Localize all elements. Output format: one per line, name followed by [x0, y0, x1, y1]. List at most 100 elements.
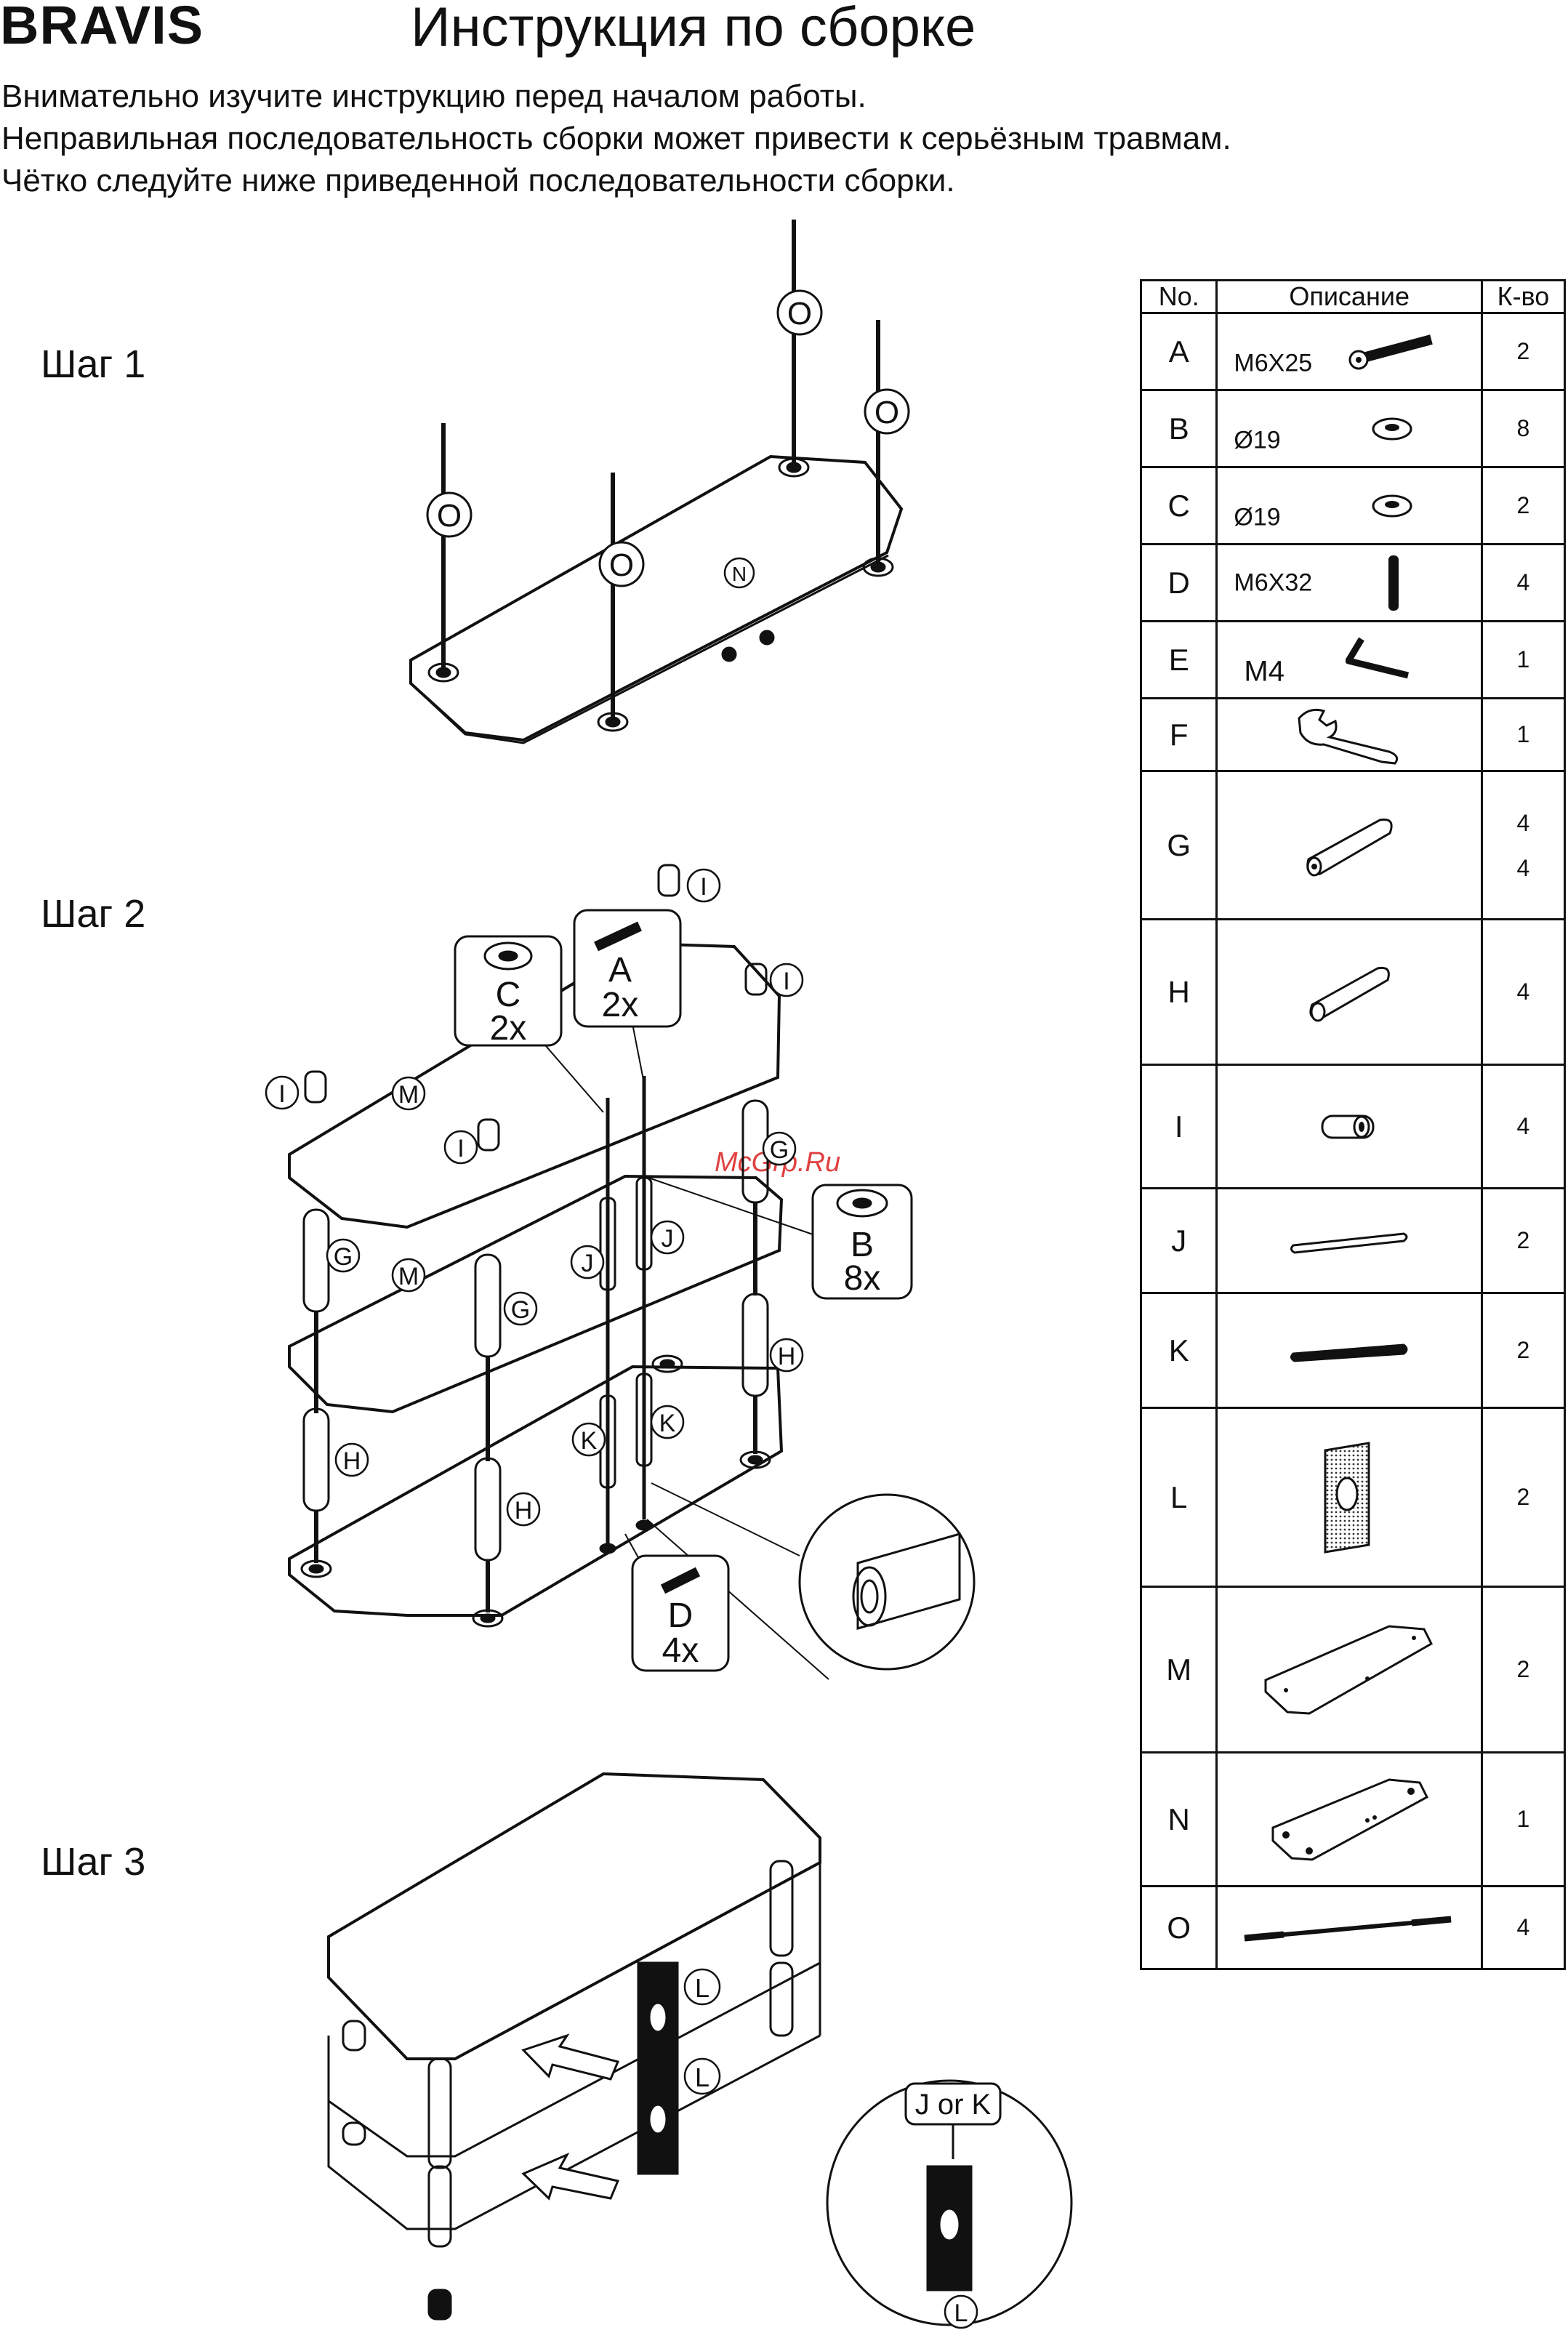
- step-3-panel-2: [637, 2063, 679, 2175]
- table-row: H 4: [1139, 918, 1567, 1066]
- callout-i-3: I: [265, 1075, 299, 1110]
- callout-i-2-text: I: [783, 968, 789, 995]
- callout-k-2-text: K: [659, 1410, 676, 1437]
- step-2-label: Шаг 2: [41, 892, 146, 936]
- callout-g-1: G: [326, 1238, 361, 1273]
- stud-icon: [1388, 555, 1399, 611]
- table-row: B Ø19 8: [1139, 389, 1567, 468]
- step-1-rod-3: [778, 220, 810, 478]
- callout-n-text: N: [732, 563, 747, 585]
- callout-h-3-text: H: [778, 1343, 796, 1370]
- callout-d-qty: 4x: [662, 1631, 699, 1670]
- row-h-no: H: [1139, 918, 1218, 1066]
- callout-j-1-text: J: [582, 1250, 594, 1277]
- mesh-panel-icon: [1324, 1441, 1370, 1554]
- row-i-no: I: [1139, 1064, 1218, 1189]
- callout-m-2: M: [391, 1258, 426, 1293]
- callout-h-2-text: H: [515, 1497, 533, 1524]
- table-row: O 4: [1139, 1885, 1567, 1970]
- callout-b-label: B: [851, 1226, 874, 1264]
- step-1-drawing: O O O O N: [409, 220, 910, 744]
- row-d-desc: M6X32: [1215, 543, 1483, 622]
- callout-g-2: G: [503, 1291, 538, 1326]
- row-c-label: Ø19: [1234, 503, 1281, 531]
- row-h-desc: [1215, 918, 1483, 1066]
- row-a-label: M6X25: [1234, 349, 1313, 377]
- intro-line-1: Внимательно изучите инструкцию перед нач…: [1, 79, 867, 114]
- step-1-rod-2: [597, 473, 629, 732]
- callout-l-3-text: L: [954, 2299, 968, 2327]
- step-3-label: Шаг 3: [41, 1840, 146, 1884]
- row-e-qty: 1: [1480, 620, 1567, 699]
- row-d-label: M6X32: [1234, 569, 1313, 596]
- step-2-cap-3: [304, 1070, 327, 1104]
- row-l-no: L: [1139, 1407, 1218, 1588]
- header-desc: Описание: [1215, 279, 1483, 314]
- callout-m-1: M: [391, 1076, 426, 1111]
- callout-a-qty: 2x: [602, 986, 639, 1024]
- row-e-label: M4: [1244, 655, 1284, 688]
- callout-c-label: C: [496, 976, 521, 1014]
- row-n-no: N: [1139, 1751, 1218, 1887]
- callout-k-1-text: K: [581, 1427, 598, 1455]
- threaded-rod-icon: [1244, 1916, 1452, 1941]
- callout-l-1: L: [683, 1968, 721, 2006]
- callout-h-2: H: [506, 1492, 541, 1527]
- row-n-desc: [1215, 1751, 1483, 1887]
- row-c-desc: Ø19: [1215, 466, 1483, 545]
- row-a-qty: 2: [1480, 312, 1567, 391]
- rod-icon: [1290, 1343, 1408, 1362]
- bolt-icon: [1348, 334, 1434, 369]
- step-2-post-g1: [302, 1208, 330, 1313]
- row-e-desc: M4: [1215, 620, 1483, 699]
- step-1-rod-4: [862, 320, 894, 577]
- table-row: L 2: [1139, 1407, 1567, 1588]
- callout-d-label: D: [668, 1596, 693, 1635]
- step-2-cap-1: [657, 864, 680, 897]
- step-2-cap-4: [477, 1118, 500, 1152]
- callout-b-qty: 8x: [844, 1259, 881, 1298]
- row-d-no: D: [1139, 543, 1218, 622]
- rod-icon: [1290, 1232, 1408, 1254]
- row-l-desc: [1215, 1407, 1483, 1588]
- step-1-label: Шаг 1: [41, 342, 146, 386]
- callout-g-2-text: G: [511, 1296, 530, 1324]
- callout-o-1-text: O: [437, 498, 462, 534]
- table-row: M 2: [1139, 1586, 1567, 1753]
- step-2-post-h1: [302, 1407, 330, 1512]
- table-row: K 2: [1139, 1292, 1567, 1409]
- callout-c-qty: 2x: [490, 1009, 527, 1048]
- step-2-post-h2: [474, 1457, 502, 1562]
- row-l-qty: 2: [1480, 1407, 1567, 1588]
- table-row: I 4: [1139, 1064, 1567, 1189]
- glass-shelf-icon: [1264, 1624, 1434, 1715]
- row-i-qty: 4: [1480, 1064, 1567, 1189]
- wrench-icon: [1298, 708, 1399, 765]
- step-3-drawing: L L J or K L: [327, 1772, 1073, 2329]
- row-k-no: K: [1139, 1292, 1218, 1409]
- callout-k-1: K: [571, 1422, 606, 1457]
- table-row: F 1: [1139, 697, 1567, 772]
- row-j-no: J: [1139, 1187, 1218, 1294]
- washer-icon: [1372, 494, 1412, 517]
- callout-g-3-text: G: [770, 1136, 789, 1164]
- callout-o-3-text: O: [787, 296, 812, 332]
- intro-line-3: Чётко следуйте ниже приведенной последов…: [1, 163, 955, 198]
- row-b-label: Ø19: [1234, 426, 1281, 454]
- row-g-qty-2: 4: [1516, 854, 1530, 881]
- callout-l-3: L: [944, 2294, 978, 2329]
- row-c-qty: 2: [1480, 466, 1567, 545]
- row-j-qty: 2: [1480, 1187, 1567, 1294]
- callout-i-4: I: [443, 1130, 478, 1165]
- callout-j-2-text: J: [662, 1225, 674, 1253]
- callout-j-1: J: [570, 1245, 605, 1280]
- tube-icon: [1306, 818, 1393, 876]
- row-o-no: O: [1139, 1885, 1218, 1970]
- row-b-desc: Ø19: [1215, 389, 1483, 468]
- header-no: No.: [1139, 279, 1218, 314]
- row-a-no: A: [1139, 312, 1218, 391]
- row-g-desc: [1215, 770, 1483, 920]
- tube-icon: [1309, 966, 1391, 1021]
- callout-a-label: A: [608, 951, 632, 989]
- parts-table: No. Описание К-во A M6X25 2 B Ø19 8 C Ø1…: [1139, 279, 1567, 1970]
